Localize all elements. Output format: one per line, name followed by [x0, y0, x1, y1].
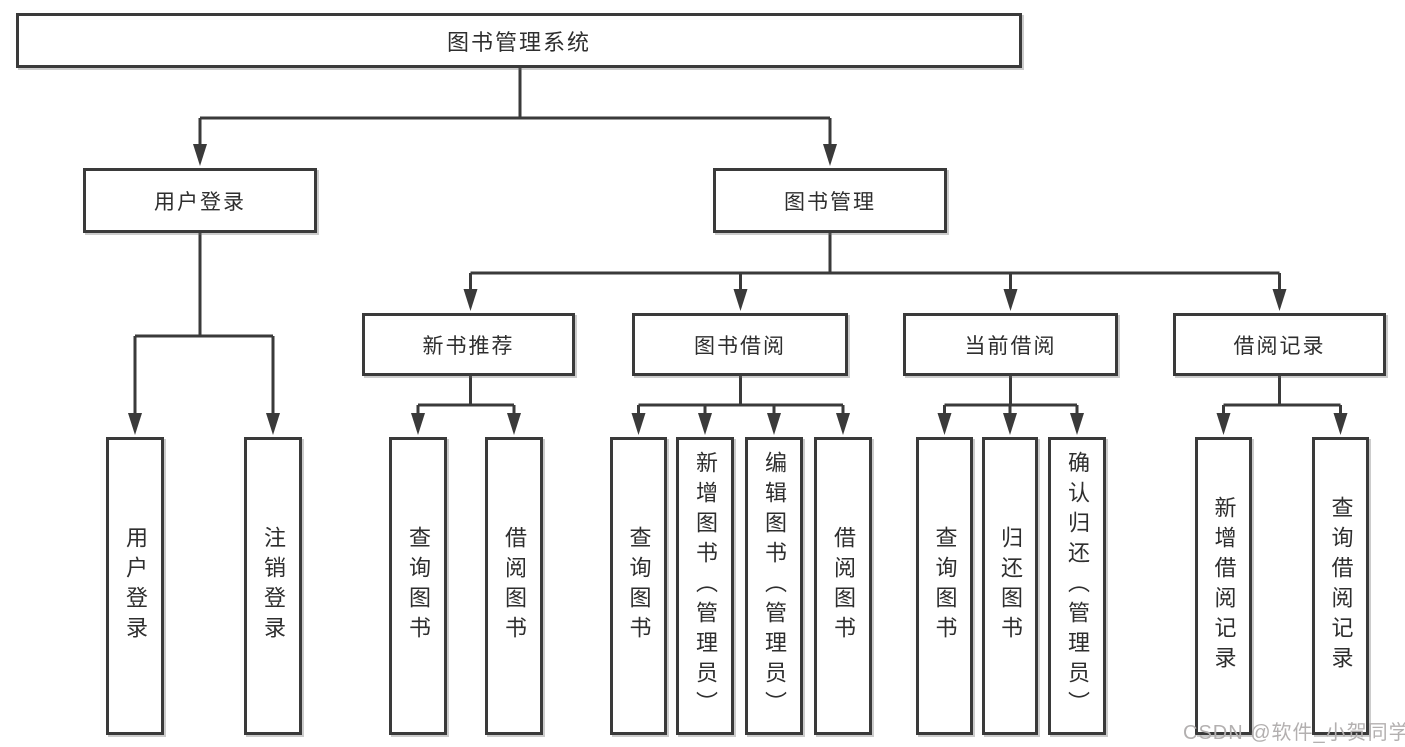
connector-currentborrow-to-leaves	[943, 376, 1079, 419]
node-book-borrow-label: 图书借阅	[694, 334, 786, 358]
node-current-borrow: 当前借阅	[903, 313, 1118, 376]
arrowhead-icon	[823, 144, 837, 166]
leaf-newbook-query: 查询图书	[389, 437, 447, 735]
node-root: 图书管理系统	[16, 13, 1022, 68]
leaf-current-confirm: 确认归还（管理员）	[1048, 437, 1106, 735]
csdn-watermark: CSDN @软件_小贺同学	[1183, 722, 1405, 744]
node-borrow-records: 借阅记录	[1173, 313, 1386, 376]
arrowhead-icon	[733, 289, 748, 311]
arrowhead-icon	[1272, 289, 1287, 311]
node-current-borrow-label: 当前借阅	[964, 334, 1057, 358]
leaf-records-add-label: 新增借阅记录	[1211, 496, 1237, 676]
arrowhead-icon	[463, 289, 478, 311]
node-root-label: 图书管理系统	[446, 29, 591, 55]
leaf-newbook-borrow: 借阅图书	[485, 437, 543, 735]
arrowhead-icon	[937, 413, 952, 435]
arrowhead-icon	[1333, 413, 1348, 435]
connector-root-to-level1	[198, 68, 832, 150]
arrowhead-icon	[266, 413, 280, 435]
connector-lines	[133, 68, 1342, 419]
leaf-current-query-label: 查询图书	[932, 526, 958, 646]
node-new-book-rec-label: 新书推荐	[422, 334, 515, 358]
connector-bookborrow-to-leaves	[637, 376, 845, 419]
arrowhead-icon	[1216, 413, 1231, 435]
connector-arrowheads	[128, 144, 1348, 435]
node-user-login: 用户登录	[83, 168, 317, 233]
arrowhead-icon	[1003, 413, 1017, 435]
node-book-borrow: 图书借阅	[632, 313, 848, 376]
node-book-mgmt-label: 图书管理	[784, 190, 876, 214]
node-borrow-records-label: 借阅记录	[1233, 334, 1326, 358]
leaf-current-return: 归还图书	[982, 437, 1038, 735]
leaf-current-query: 查询图书	[916, 437, 973, 735]
node-user-login-label: 用户登录	[154, 190, 246, 214]
leaf-borrow-borrow: 借阅图书	[814, 437, 872, 735]
leaf-records-add: 新增借阅记录	[1195, 437, 1252, 735]
leaf-records-query-label: 查询借阅记录	[1328, 496, 1354, 676]
arrowhead-icon	[836, 413, 850, 435]
connector-bookmgmt-to-level2	[469, 233, 1281, 295]
arrowhead-icon	[128, 413, 142, 435]
arrowhead-icon	[631, 413, 646, 435]
leaf-newbook-borrow-label: 借阅图书	[502, 526, 527, 646]
connector-borrowrecords-to-leaves	[1222, 376, 1342, 419]
leaf-user-login: 用户登录	[106, 437, 164, 735]
leaf-borrow-query: 查询图书	[610, 437, 667, 735]
arrowhead-icon	[411, 413, 425, 435]
leaf-borrow-add: 新增图书（管理员）	[676, 437, 734, 735]
arrowhead-icon	[1003, 289, 1018, 311]
leaf-borrow-edit: 编辑图书（管理员）	[745, 437, 803, 735]
leaf-current-return-label: 归还图书	[998, 526, 1023, 646]
arrowhead-icon	[1070, 413, 1084, 435]
node-new-book-rec: 新书推荐	[362, 313, 575, 376]
arrowhead-icon	[698, 413, 712, 435]
leaf-user-login-label: 用户登录	[123, 526, 148, 646]
leaf-borrow-query-label: 查询图书	[626, 526, 652, 646]
arrowhead-icon	[193, 144, 207, 166]
leaf-borrow-add-label: 新增图书（管理员）	[693, 451, 718, 721]
leaf-logout: 注销登录	[244, 437, 302, 735]
arrowhead-icon	[767, 413, 781, 435]
leaf-borrow-edit-label: 编辑图书（管理员）	[762, 451, 787, 721]
leaf-logout-label: 注销登录	[261, 526, 286, 646]
connector-newbookrec-to-leaves	[416, 376, 516, 419]
node-book-mgmt: 图书管理	[713, 168, 947, 233]
connector-userlogin-to-leaves	[133, 233, 275, 419]
leaf-borrow-borrow-label: 借阅图书	[831, 526, 856, 646]
leaf-current-confirm-label: 确认归还（管理员）	[1065, 451, 1090, 721]
leaf-newbook-query-label: 查询图书	[406, 526, 431, 646]
leaf-records-query: 查询借阅记录	[1312, 437, 1369, 735]
arrowhead-icon	[507, 413, 521, 435]
